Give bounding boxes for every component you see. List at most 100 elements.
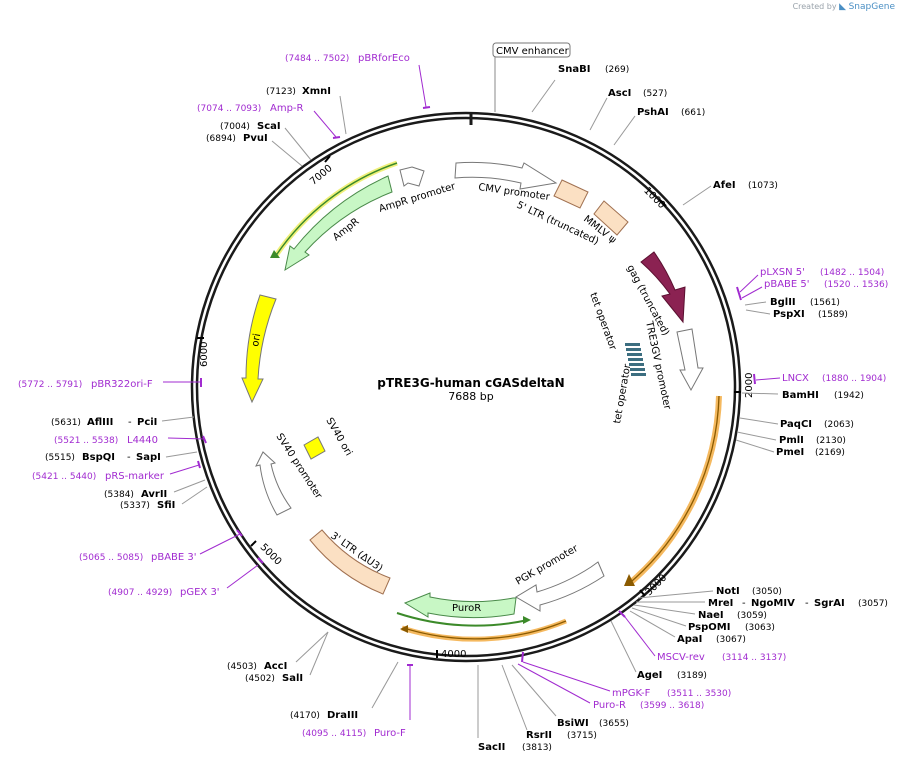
enzyme-bglii[interactable]: BglII (1561) [744,297,840,308]
feature-cmv-promoter[interactable]: CMV promoter [454,161,558,203]
enzyme-bsiwi[interactable]: BsiWI (3655) [511,664,629,729]
prs-marker-range: (5421 .. 5440) [32,472,96,482]
enzyme-sfii[interactable]: (5337) SfiI [120,486,208,511]
puror-label: PuroR [452,603,481,614]
sfii-name: SfiI [157,500,175,511]
pgex3-name: pGEX 3' [180,587,220,598]
naei-name: NaeI [698,610,724,621]
agei-name: AgeI [637,670,662,681]
enzyme-rsrii[interactable]: RsrII (3715) [501,664,597,741]
enzyme-xmni[interactable]: (7123) XmnI [266,86,347,135]
primer-puro-f[interactable]: (4095 .. 4115) Puro-F [302,664,413,739]
enzyme-avrii[interactable]: (5384) AvrII [104,479,206,500]
primer-pbabe5[interactable]: pBABE 5' (1520 .. 1536) [741,279,888,299]
feature-tet-operators[interactable]: tet operator tet operator [587,291,646,425]
lncx-leader [755,377,781,381]
puro-r-leader [517,663,591,704]
mmlv-box [593,200,629,236]
ampr-promoter-arrow [399,166,425,187]
naei-pos: (3059) [737,611,767,621]
primer-pbabe3[interactable]: (5065 .. 5085) pBABE 3' [79,529,243,563]
primer-plxsn5[interactable]: pLXSN 5' (1482 .. 1504) [736,267,884,301]
ltr5-box [553,179,589,209]
sali-name: SalI [282,673,303,684]
enzyme-pshai[interactable]: PshAI (661) [613,107,705,146]
primer-lncx[interactable]: LNCX (1880 .. 1904) [753,373,886,385]
enzyme-agei[interactable]: AgeI (3189) [610,620,707,681]
feature-tre3gv-promoter[interactable]: TRE3GV promoter [643,319,704,411]
sapi-name: SapI [136,452,161,463]
bamhi-name: BamHI [782,390,819,401]
primer-pbr322ori-f[interactable]: (5772 .. 5791) pBR322ori-F [18,378,202,390]
enzyme-acci[interactable]: (4503) AccI [227,631,329,672]
pspxi-pos: (1589) [818,310,848,320]
primer-prs-marker[interactable]: (5421 .. 5440) pRS-marker [32,460,201,482]
snapgene-credit: Created by ◣ SnapGene [793,2,895,12]
enzyme-apai[interactable]: ApaI (3067) [629,610,746,645]
bspqi-pos: (5515) [45,453,75,463]
mrei-sep1: - [742,598,746,609]
ampr-orf-strand [274,162,398,258]
paqci-leader [739,417,779,425]
primer-pgex3[interactable]: (4907 .. 4929) pGEX 3' [108,557,264,598]
ori-label: ori [250,333,263,348]
plxsn5-range: (1482 .. 1504) [820,268,884,278]
feature-sv40-ori[interactable]: SV40 ori [303,416,354,460]
feature-3-ltr[interactable]: 3' LTR (ΔU3) [309,529,391,595]
mscv-rev-name: MSCV-rev [657,652,705,663]
enzyme-paqci[interactable]: PaqCI (2063) [739,417,854,430]
enzyme-draiii[interactable]: (4170) DraIII [290,661,399,721]
enzyme-mrei-ngomiv-sgrai[interactable]: MreI - NgoMIV - SgrAI (3057) [636,598,888,609]
rsrii-leader [501,664,528,731]
enzyme-afliii-pcii[interactable]: (5631) AflIII - PciI [51,416,195,428]
enzyme-asci[interactable]: AscI (527) [589,88,667,131]
enzyme-sali[interactable]: (4502) SalI [245,631,329,684]
primer-amp-r[interactable]: (7074 .. 7093) Amp-R [197,103,341,139]
orf-highlight [628,395,722,586]
enzyme-pvui[interactable]: (6894) PvuI [206,133,303,167]
l4440-mark [202,435,207,444]
primer-mscv-rev[interactable]: MSCV-rev (3114 .. 3137) [618,610,786,663]
feature-puror[interactable]: PuroR [396,592,567,642]
avrii-leader [173,479,206,493]
primer-puro-r[interactable]: Puro-R (3599 .. 3618) [517,663,704,711]
enzyme-snabi[interactable]: SnaBI (269) [531,64,629,113]
enzyme-pmei[interactable]: PmeI (2169) [735,439,845,458]
bsiwi-leader [511,664,557,717]
feature-cmv-enhancer[interactable]: CMV enhancer [492,42,571,112]
enzyme-bspqi-sapi[interactable]: (5515) BspQI - SapI [45,451,198,463]
enzyme-pspxi[interactable]: PspXI (1589) [745,309,848,320]
pbabe3-range: (5065 .. 5085) [79,553,143,563]
mrei-name: MreI [708,598,733,609]
feature-pgk-promoter[interactable]: PGK promoter [514,543,605,612]
plxsn5-mark [736,286,742,301]
enzyme-noti[interactable]: NotI (3050) [637,586,782,599]
tet-bar-1 [625,343,640,346]
tet-operator-label-2: tet operator [612,362,633,424]
enzyme-pspomi[interactable]: PspOMI (3063) [631,607,775,633]
enzyme-naei[interactable]: NaeI (3059) [633,604,767,621]
orf-arrowhead [624,574,635,586]
enzyme-bamhi[interactable]: BamHI (1942) [741,390,864,401]
feature-ori[interactable]: ori [241,294,277,404]
pmli-name: PmlI [779,435,804,446]
primer-mpgk-f[interactable]: mPGK-F (3511 .. 3530) [521,651,731,699]
enzyme-sacii[interactable]: SacII (3813) [477,665,552,753]
enzyme-scai[interactable]: (7004) ScaI [220,121,312,161]
mpgk-f-mark [521,651,524,663]
rsrii-name: RsrII [526,730,552,741]
ampr-arrow [284,175,393,272]
asci-pos: (527) [643,89,667,99]
feature-insert-orf[interactable] [624,395,722,586]
agei-leader [610,620,637,673]
primer-l4440[interactable]: (5521 .. 5538) L4440 [54,435,207,446]
enzyme-afei[interactable]: AfeI (1073) [682,180,778,206]
enzyme-pmli[interactable]: PmlI (2130) [736,431,846,446]
pspxi-leader [745,309,771,315]
pbr322ori-f-range: (5772 .. 5791) [18,380,82,390]
mrei-sep2: - [805,598,809,609]
primer-pbrforeco[interactable]: (7484 .. 7502) pBRforEco [285,53,431,109]
bamhi-leader [741,392,779,395]
sv40-ori-label: SV40 ori [323,416,354,458]
